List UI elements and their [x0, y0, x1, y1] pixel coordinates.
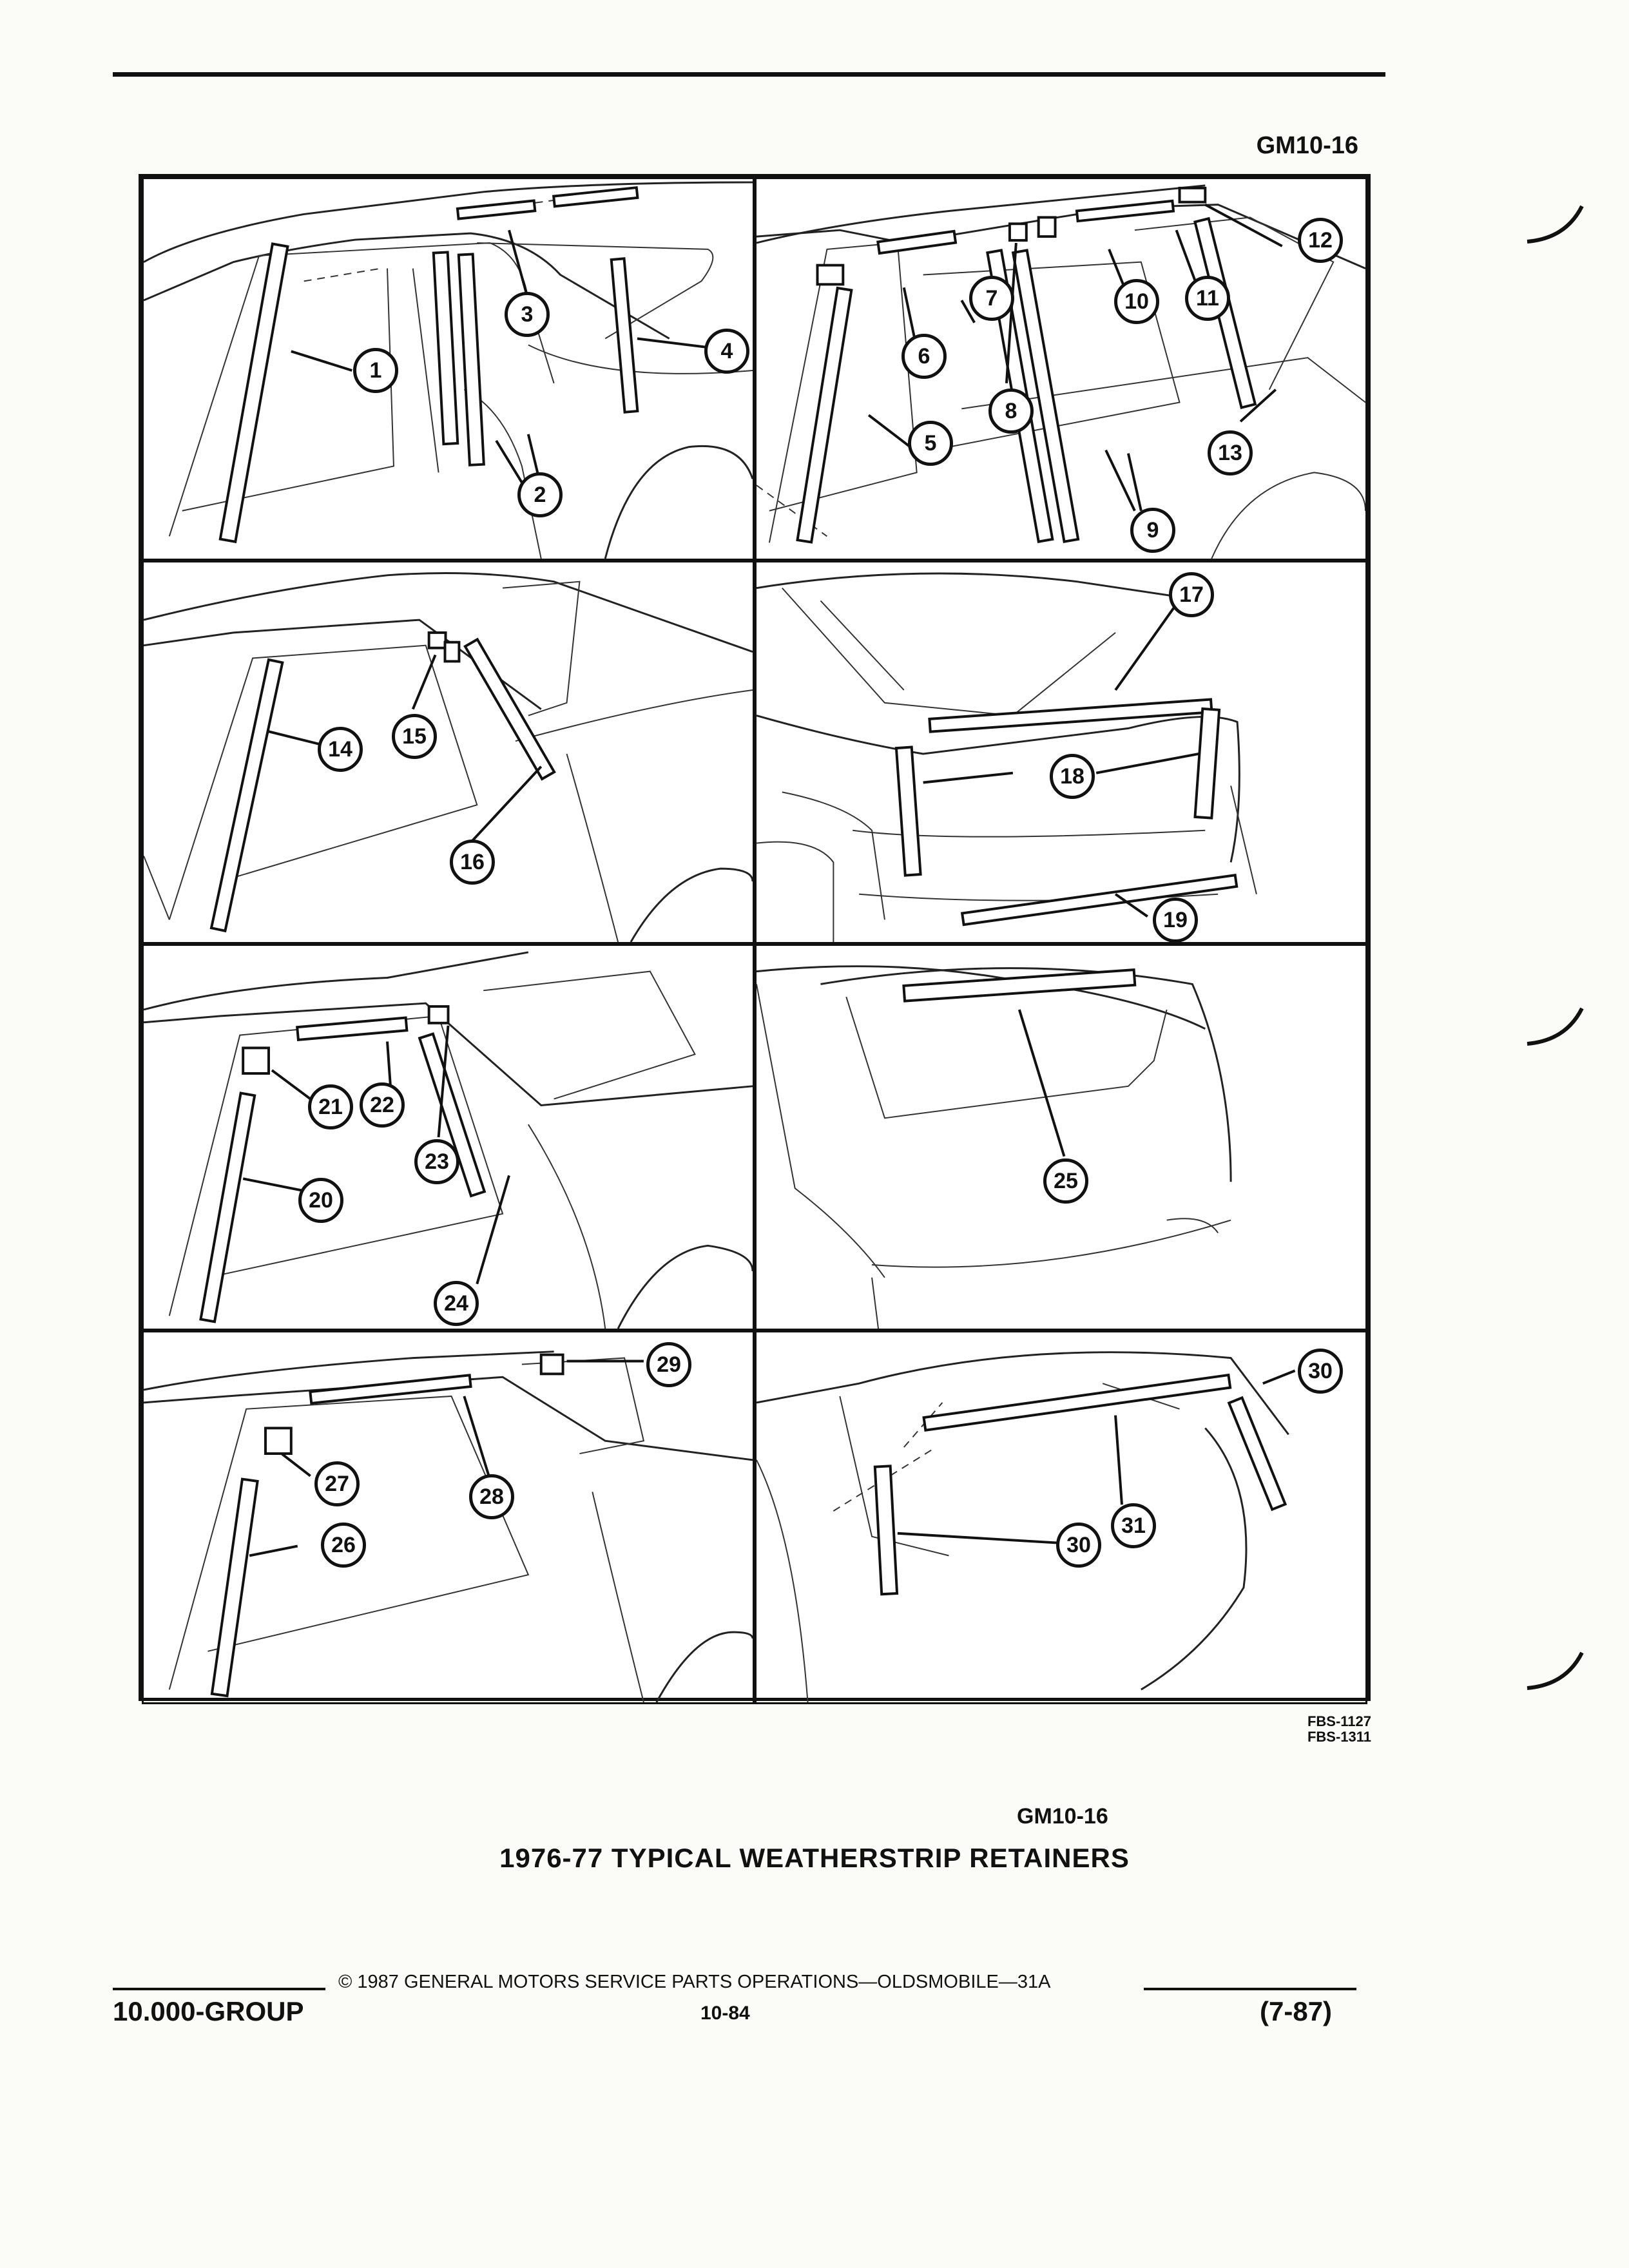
figure-id: FBS-1311 [1307, 1729, 1371, 1745]
callout-15: 15 [392, 714, 437, 759]
callout-3: 3 [505, 292, 550, 337]
callout-30-right: 30 [1298, 1349, 1343, 1394]
footer-rule [113, 1988, 325, 1990]
callout-10: 10 [1114, 279, 1159, 324]
callout-17: 17 [1169, 572, 1214, 617]
copyright-notice: © 1987 GENERAL MOTORS SERVICE PARTS OPER… [338, 1972, 1051, 1992]
binder-marks [1527, 205, 1584, 1690]
figure-id: FBS-1127 [1307, 1713, 1371, 1729]
callout-7: 7 [969, 276, 1014, 321]
revision-date: (7-87) [1260, 1996, 1333, 2026]
car-illustration [757, 1351, 1296, 1702]
callout-21: 21 [308, 1084, 353, 1129]
callout-16: 16 [450, 840, 495, 885]
callout-8: 8 [988, 389, 1034, 434]
group-label: 10.000-GROUP [113, 1996, 304, 2026]
callout-6: 6 [901, 334, 947, 379]
panel-sedan-four-door: 5 6 7 8 9 10 11 12 13 [755, 177, 1367, 561]
figure-ids: FBS-1127 FBS-1311 [1307, 1714, 1371, 1745]
car-illustration [144, 1350, 753, 1702]
callout-31: 31 [1111, 1503, 1156, 1548]
car-illustration [144, 951, 753, 1329]
callout-13: 13 [1208, 430, 1253, 476]
car-illustration [757, 965, 1232, 1329]
callout-2: 2 [517, 472, 563, 517]
callout-18: 18 [1050, 754, 1095, 799]
car-illustration [757, 572, 1257, 942]
figure-caption: 1976-77 TYPICAL WEATHERSTRIP RETAINERS [499, 1843, 1130, 1873]
header-rule [113, 72, 1385, 77]
panel-trunk-lid: 17 18 19 [755, 561, 1367, 944]
illustration-grid: 1 2 3 4 [139, 174, 1371, 1704]
car-illustration [144, 572, 753, 942]
panel-hatchback: 25 [755, 944, 1367, 1331]
callout-4: 4 [704, 329, 749, 374]
page-number: 10-84 [700, 2003, 750, 2024]
callout-29: 29 [646, 1342, 691, 1387]
binder-mark [1527, 1007, 1584, 1046]
callout-14: 14 [318, 727, 363, 772]
panel-coupe-rear-quarter: 14 15 16 [142, 561, 755, 944]
callout-12: 12 [1298, 218, 1343, 263]
car-illustration [144, 181, 753, 559]
figure-code-bottom: GM10-16 [1017, 1804, 1108, 1829]
callout-25: 25 [1043, 1158, 1088, 1204]
callout-30-left: 30 [1056, 1523, 1101, 1568]
callout-23: 23 [414, 1139, 459, 1184]
callout-26: 26 [321, 1523, 366, 1568]
callout-1: 1 [353, 348, 398, 393]
callout-28: 28 [469, 1474, 514, 1519]
footer-rule [1144, 1988, 1356, 1990]
callout-22: 22 [360, 1082, 405, 1128]
binder-mark [1527, 205, 1584, 244]
car-illustration [757, 184, 1365, 559]
binder-mark [1527, 1651, 1584, 1690]
panel-sedan-front-door: 1 2 3 4 [142, 177, 755, 561]
figure-code: GM10-16 [1256, 132, 1358, 159]
callout-11: 11 [1185, 276, 1230, 321]
callout-9: 9 [1130, 508, 1175, 553]
panel-coupe-side: 20 21 22 23 24 [142, 944, 755, 1331]
callout-24: 24 [434, 1281, 479, 1326]
panel-coupe-notchback: 29 27 28 26 [142, 1331, 755, 1704]
callout-27: 27 [314, 1461, 360, 1506]
callout-5: 5 [908, 421, 953, 466]
callout-20: 20 [298, 1178, 343, 1223]
callout-19: 19 [1153, 898, 1198, 942]
panel-hatch-rear: 30 30 31 [755, 1331, 1367, 1704]
